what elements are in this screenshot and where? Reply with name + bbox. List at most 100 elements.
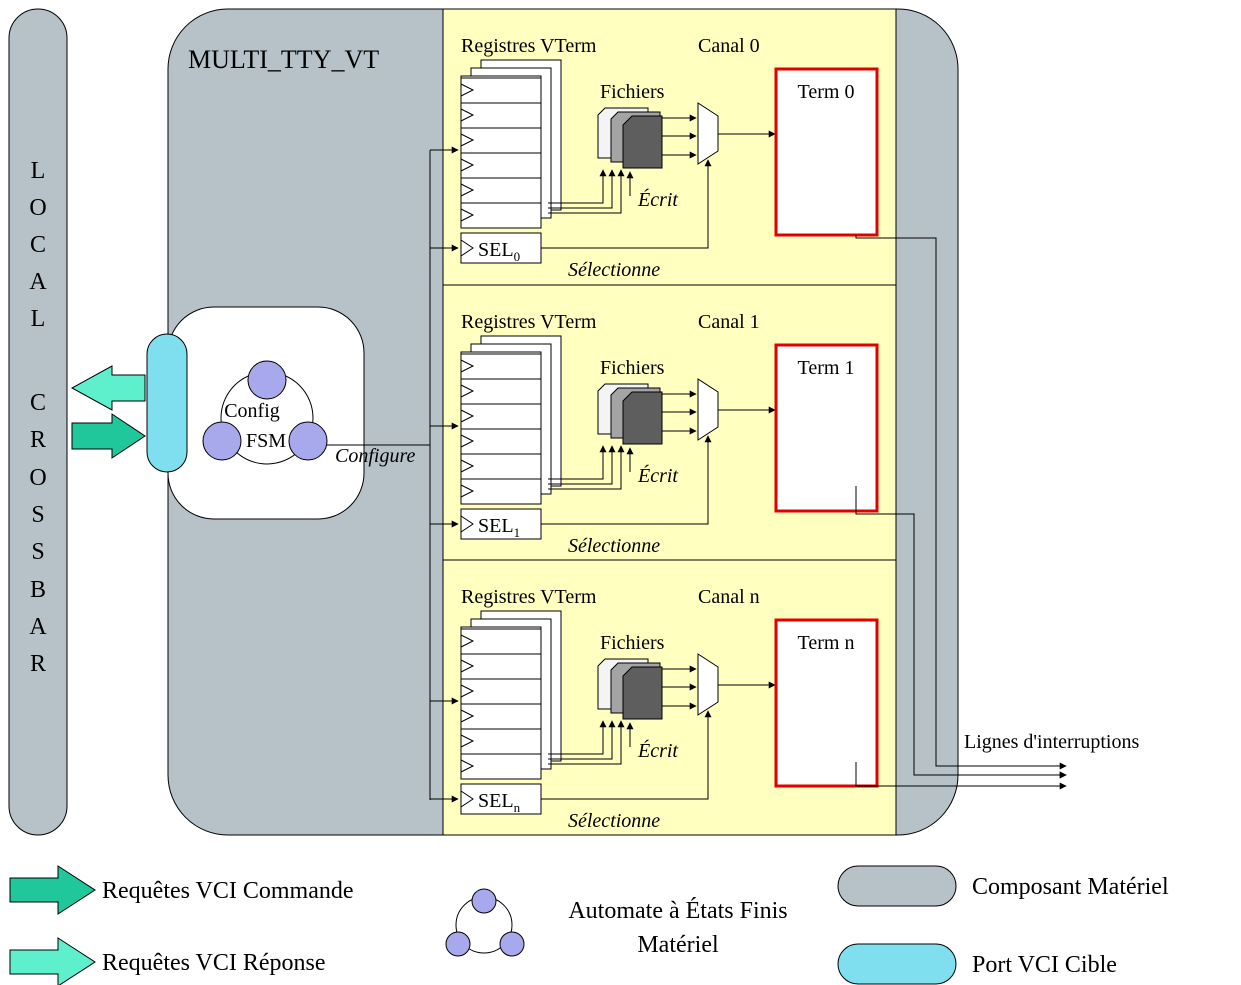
crossbar-letter: S <box>31 539 44 565</box>
register-cell <box>460 77 542 104</box>
select-line <box>541 159 712 249</box>
crossbar-letter: A <box>29 269 47 295</box>
legend-response-arrow <box>9 937 96 985</box>
crossbar-letter: L <box>31 306 46 332</box>
sel-subscript: 0 <box>514 249 521 264</box>
registers-label: Registres VTerm <box>461 35 597 57</box>
fsm-state-top <box>247 360 287 400</box>
component-title: MULTI_TTY_VT <box>188 45 379 74</box>
crossbar-letter: C <box>30 232 46 258</box>
crossbar-letter: R <box>30 427 46 453</box>
clock-mark <box>460 659 475 673</box>
register-cell <box>460 753 542 780</box>
select-label: Sélectionne <box>568 535 660 557</box>
response-arrow <box>70 365 146 411</box>
files-label: Fichiers <box>600 357 665 379</box>
crossbar-letter: R <box>30 651 46 677</box>
crossbar-letter: B <box>30 577 46 603</box>
clock-mark <box>460 208 475 222</box>
legend-command-arrow <box>9 865 96 915</box>
legend-response-label: Requêtes VCI Réponse <box>102 950 326 976</box>
write-label: Écrit <box>637 739 678 762</box>
clock-mark <box>460 734 475 748</box>
channel-label: Canal n <box>698 586 760 608</box>
sel-register <box>460 783 542 815</box>
register-cell <box>460 703 542 730</box>
clock-mark <box>460 515 474 533</box>
legend-fsm-state-left <box>445 931 471 957</box>
clock-mark <box>460 434 475 448</box>
config-bus <box>327 150 431 800</box>
channel-label: Canal 1 <box>698 311 760 333</box>
legend-vci-port-label: Port VCI Cible <box>972 952 1117 978</box>
register-cell <box>460 728 542 755</box>
channel-label: Canal 0 <box>698 35 760 57</box>
clock-mark <box>460 239 474 257</box>
legend-command-label: Requêtes VCI Commande <box>102 878 354 904</box>
registers-label: Registres VTerm <box>461 311 597 333</box>
select-line <box>541 435 712 525</box>
clock-mark <box>460 634 475 648</box>
clock-mark <box>460 384 475 398</box>
sel-label: SELn <box>478 790 521 815</box>
terminal-box <box>774 67 879 237</box>
clock-mark <box>460 359 475 373</box>
clock-mark <box>460 709 475 723</box>
legend-vci-port-swatch <box>837 943 957 985</box>
select-line <box>541 710 712 800</box>
terminal-label: Term 1 <box>798 357 855 379</box>
file-2 <box>622 666 663 720</box>
multiplexer <box>697 378 719 441</box>
write-label: Écrit <box>637 464 678 487</box>
register-outputs <box>548 445 625 490</box>
register-cell <box>460 177 542 204</box>
fsm-label-fsm: FSM <box>246 430 286 452</box>
terminal-box <box>774 618 879 788</box>
clock-mark <box>460 759 475 773</box>
sel-label: SEL1 <box>478 515 520 540</box>
register-cell <box>460 628 542 655</box>
register-cell <box>460 202 542 229</box>
register-cell <box>460 152 542 179</box>
clock-mark <box>460 459 475 473</box>
register-cell <box>460 678 542 705</box>
vci-target-port <box>146 333 188 473</box>
sel-subscript: 1 <box>514 525 521 540</box>
register-cell <box>460 378 542 405</box>
legend-fsm-state-right <box>499 931 525 957</box>
terminal-box <box>774 343 879 513</box>
crossbar-letter: O <box>29 465 46 491</box>
terminal-label: Term 0 <box>798 81 855 103</box>
crossbar-letter: C <box>30 390 46 416</box>
select-label: Sélectionne <box>568 810 660 832</box>
fsm-state-left <box>202 421 242 461</box>
clock-mark <box>460 133 475 147</box>
clock-mark <box>460 108 475 122</box>
crossbar-letter: O <box>29 195 46 221</box>
clock-mark <box>460 684 475 698</box>
crossbar-letter: S <box>31 502 44 528</box>
register-cell <box>460 478 542 505</box>
file-2 <box>622 115 663 169</box>
fsm-state-right <box>288 421 328 461</box>
sel-text: SEL <box>478 239 514 261</box>
local-crossbar <box>8 8 68 836</box>
legend-fsm-state-top <box>471 888 497 914</box>
clock-mark <box>460 484 475 498</box>
register-cell <box>460 102 542 129</box>
fsm-label-config: Config <box>224 400 280 422</box>
terminal-label: Term n <box>798 632 855 654</box>
clock-mark <box>460 409 475 423</box>
files-label: Fichiers <box>600 81 665 103</box>
register-cell <box>460 127 542 154</box>
clock-mark <box>460 158 475 172</box>
interrupts-label: Lignes d'interruptions <box>964 731 1139 753</box>
select-label: Sélectionne <box>568 259 660 281</box>
clock-mark <box>460 83 475 97</box>
configure-label: Configure <box>335 445 415 467</box>
legend-hw-component-swatch <box>837 865 957 907</box>
sel-text: SEL <box>478 515 514 537</box>
